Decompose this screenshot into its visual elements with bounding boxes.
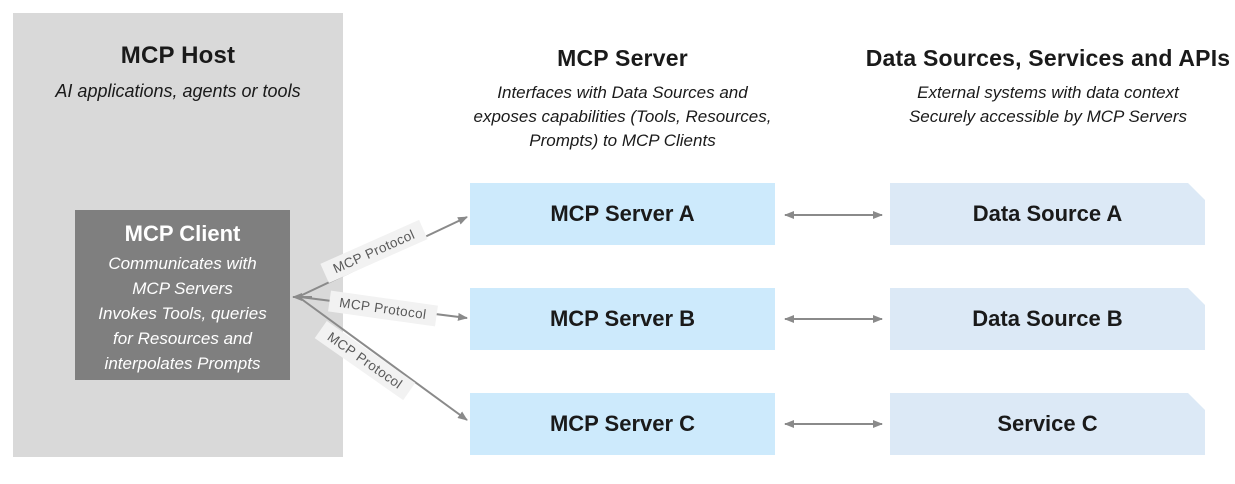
data-source-b-box: Data Source B — [890, 288, 1205, 350]
mcp-client-description-line: Invokes Tools, queries — [98, 304, 267, 323]
mcp-server-column-header: MCP Server Interfaces with Data Sources … — [430, 45, 815, 153]
mcp-host-subtitle: AI applications, agents or tools — [55, 81, 301, 101]
subtitle-line: exposes capabilities (Tools, Resources, — [473, 107, 772, 126]
data-source-a-box: Data Source A — [890, 183, 1205, 245]
mcp-client-description-line: interpolates Prompts — [104, 354, 261, 373]
subtitle-line: Interfaces with Data Sources and — [497, 83, 748, 102]
mcp-client-description-line: MCP Servers — [132, 279, 233, 298]
data-sources-column-header: Data Sources, Services and APIs External… — [858, 45, 1235, 129]
mcp-server-column-title: MCP Server — [557, 45, 688, 71]
subtitle-line: External systems with data context — [917, 83, 1179, 102]
data-sources-column-title: Data Sources, Services and APIs — [865, 45, 1231, 71]
subtitle-line: Securely accessible by MCP Servers — [908, 107, 1188, 126]
mcp-client-title: MCP Client — [124, 221, 241, 246]
mcp-client-box: MCP Client Communicates with MCP Servers… — [75, 210, 290, 380]
mcp-host-header: MCP Host AI applications, agents or tool… — [13, 42, 343, 103]
mcp-client-description-line: for Resources and — [113, 329, 252, 348]
mcp-host-title: MCP Host — [120, 42, 236, 69]
mcp-protocol-arrow-c — [299, 297, 468, 421]
mcp-server-a-box: MCP Server A — [470, 183, 775, 245]
service-c-box: Service C — [890, 393, 1205, 455]
mcp-client-description-line: Communicates with — [108, 254, 257, 273]
data-sources-column-subtitle: External systems with data context Secur… — [858, 81, 1235, 129]
mcp-server-column-subtitle: Interfaces with Data Sources and exposes… — [430, 81, 815, 153]
subtitle-line: Prompts) to MCP Clients — [529, 131, 716, 150]
mcp-server-c-box: MCP Server C — [470, 393, 775, 455]
mcp-server-b-box: MCP Server B — [470, 288, 775, 350]
